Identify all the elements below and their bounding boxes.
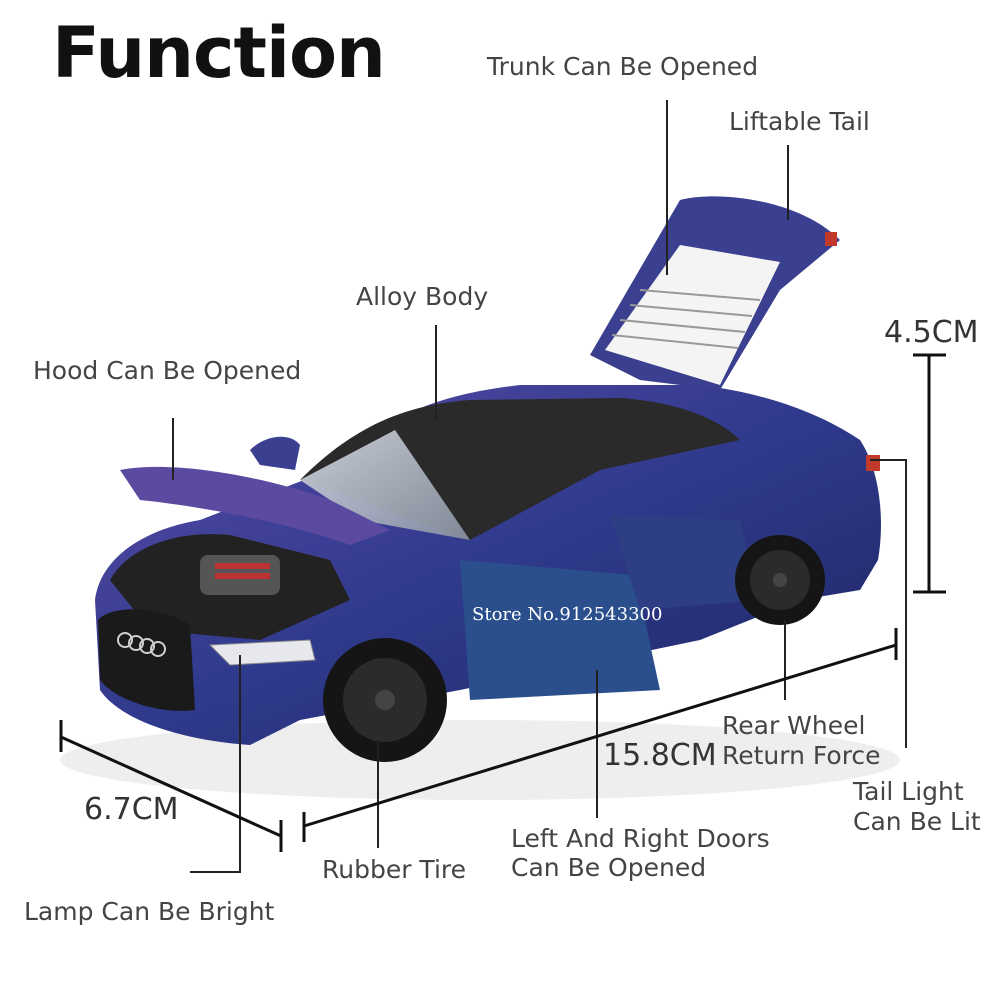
trunk-label: Trunk Can Be Opened — [487, 52, 759, 81]
car-shadow — [60, 720, 900, 800]
rubber-tire-label: Rubber Tire — [322, 855, 466, 884]
lamp-label: Lamp Can Be Bright — [24, 897, 275, 926]
hood-label: Hood Can Be Opened — [33, 356, 302, 385]
windshield — [300, 430, 470, 540]
doors-label-line1: Left And Right Doors — [511, 824, 770, 853]
dimension-lines — [59, 353, 946, 852]
store-watermark: Store No.912543300 — [472, 604, 663, 625]
tail-light-lid — [825, 232, 837, 246]
rear-wheel-label-line2: Return Force — [722, 741, 881, 770]
rings-logo — [117, 632, 166, 657]
open-door — [460, 560, 660, 700]
open-hood — [120, 466, 390, 545]
alloy-body-label: Alloy Body — [356, 282, 489, 311]
rear-door — [610, 515, 760, 610]
tail-light — [866, 455, 880, 471]
width-dimension: 6.7CM — [84, 792, 179, 827]
rear-wheel-label-line1: Rear Wheel — [722, 711, 866, 740]
rear-wheel — [735, 535, 825, 625]
page-title: Function — [52, 12, 386, 94]
trunk-inner — [605, 245, 780, 385]
tail-light-label-line2: Can Be Lit — [853, 807, 981, 836]
front-wheel — [323, 638, 447, 762]
headlight — [208, 639, 316, 666]
side-mirror — [250, 436, 300, 470]
liftable-tail-label: Liftable Tail — [729, 107, 870, 136]
tail-light-label-line1: Tail Light — [853, 777, 964, 806]
height-dimension: 4.5CM — [884, 315, 979, 350]
doors-label-line2: Can Be Opened — [511, 853, 707, 882]
front-grille — [98, 609, 195, 711]
length-dimension: 15.8CM — [603, 738, 717, 773]
callout-lines — [172, 100, 907, 873]
